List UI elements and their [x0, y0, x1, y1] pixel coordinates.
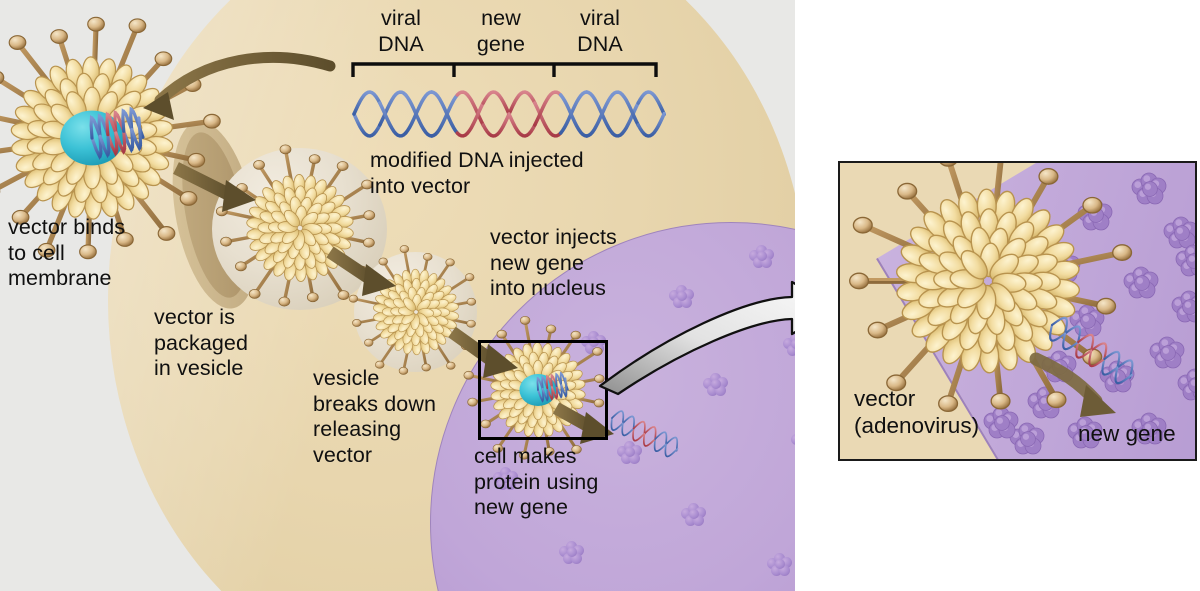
label-vector-adenovirus: vector (adenovirus): [854, 386, 980, 438]
inset-chromatin-cluster: [1123, 266, 1159, 299]
inset-graphics-layer: [849, 163, 1195, 455]
modified-dna-helix: [352, 90, 666, 138]
chromatin-cluster: [791, 429, 795, 453]
main-diagram-panel: viral DNA new gene viral DNA modified DN…: [0, 0, 795, 591]
inset-chromatin-cluster: [1149, 336, 1185, 369]
arrow-vesicle-to-release: [326, 246, 396, 296]
label-vector-binds-to-cell-membrane: vector binds to cell membrane: [8, 215, 126, 290]
new-gene-dna-in-nucleus: [610, 410, 679, 458]
inset-new-gene-dna: [1049, 316, 1134, 385]
inset-chromatin-cluster: [1131, 412, 1167, 445]
arrow-bind-to-vesicle: [173, 162, 256, 212]
arrow-release-to-inject: [448, 326, 518, 378]
virus-particle-layer: [0, 16, 679, 460]
label-viral-dna-right: viral DNA: [577, 6, 623, 56]
inset-chromatin-cluster: [1175, 244, 1195, 277]
label-viral-dna-left: viral DNA: [378, 6, 424, 56]
chromatin-cluster: [617, 441, 643, 465]
chromatin-cluster: [703, 373, 729, 397]
chromatin-cluster: [669, 285, 695, 309]
inset-chromatin-cluster: [1171, 290, 1195, 323]
chromatin-cluster: [493, 467, 519, 491]
inset-chromatin-cluster: [1177, 368, 1195, 401]
arrow-dna-to-vector: [143, 52, 336, 120]
dna-segment-brackets: [351, 62, 658, 77]
label-vesicle-breaks-down: vesicle breaks down releasing vector: [313, 366, 437, 467]
inset-chromatin-cluster: [1009, 422, 1045, 455]
zoom-callout-arrow: [598, 280, 795, 396]
inset-transfer-arrow: [1029, 352, 1116, 417]
inset-chromatin-cluster: [1069, 304, 1105, 337]
inset-chromatin-cluster: [1163, 216, 1195, 249]
label-modified-dna-injected: modified DNA injected into vector: [370, 148, 584, 198]
inset-detail-panel: vector (adenovirus) new gene: [838, 161, 1197, 461]
inset-chromatin-cluster: [1131, 172, 1167, 205]
label-new-gene-top: new gene: [476, 6, 526, 56]
chromatin-cluster: [767, 553, 793, 577]
inset-source-rectangle: [478, 340, 608, 440]
inset-chromatin-cluster: [983, 406, 1019, 439]
label-vector-injects-new-gene: vector injects new gene into nucleus: [490, 225, 617, 300]
virus-particle-extracellular: [0, 16, 221, 260]
inset-chromatin-cluster: [1099, 360, 1135, 393]
chromatin-cluster: [749, 245, 775, 269]
inset-chromatin-cluster: [1067, 416, 1103, 449]
virus-particle-released: [348, 245, 477, 375]
label-inset-new-gene: new gene: [1078, 421, 1176, 446]
label-cell-makes-protein: cell makes protein using new gene: [474, 444, 599, 519]
chromatin-cluster: [559, 541, 585, 565]
label-vector-packaged-in-vesicle: vector is packaged in vesicle: [154, 305, 249, 380]
virus-particle-in-vesicle: [215, 144, 376, 307]
inset-virus-particle: [849, 163, 1133, 413]
chromatin-cluster: [681, 503, 707, 527]
chromatin-cluster: [783, 333, 795, 357]
